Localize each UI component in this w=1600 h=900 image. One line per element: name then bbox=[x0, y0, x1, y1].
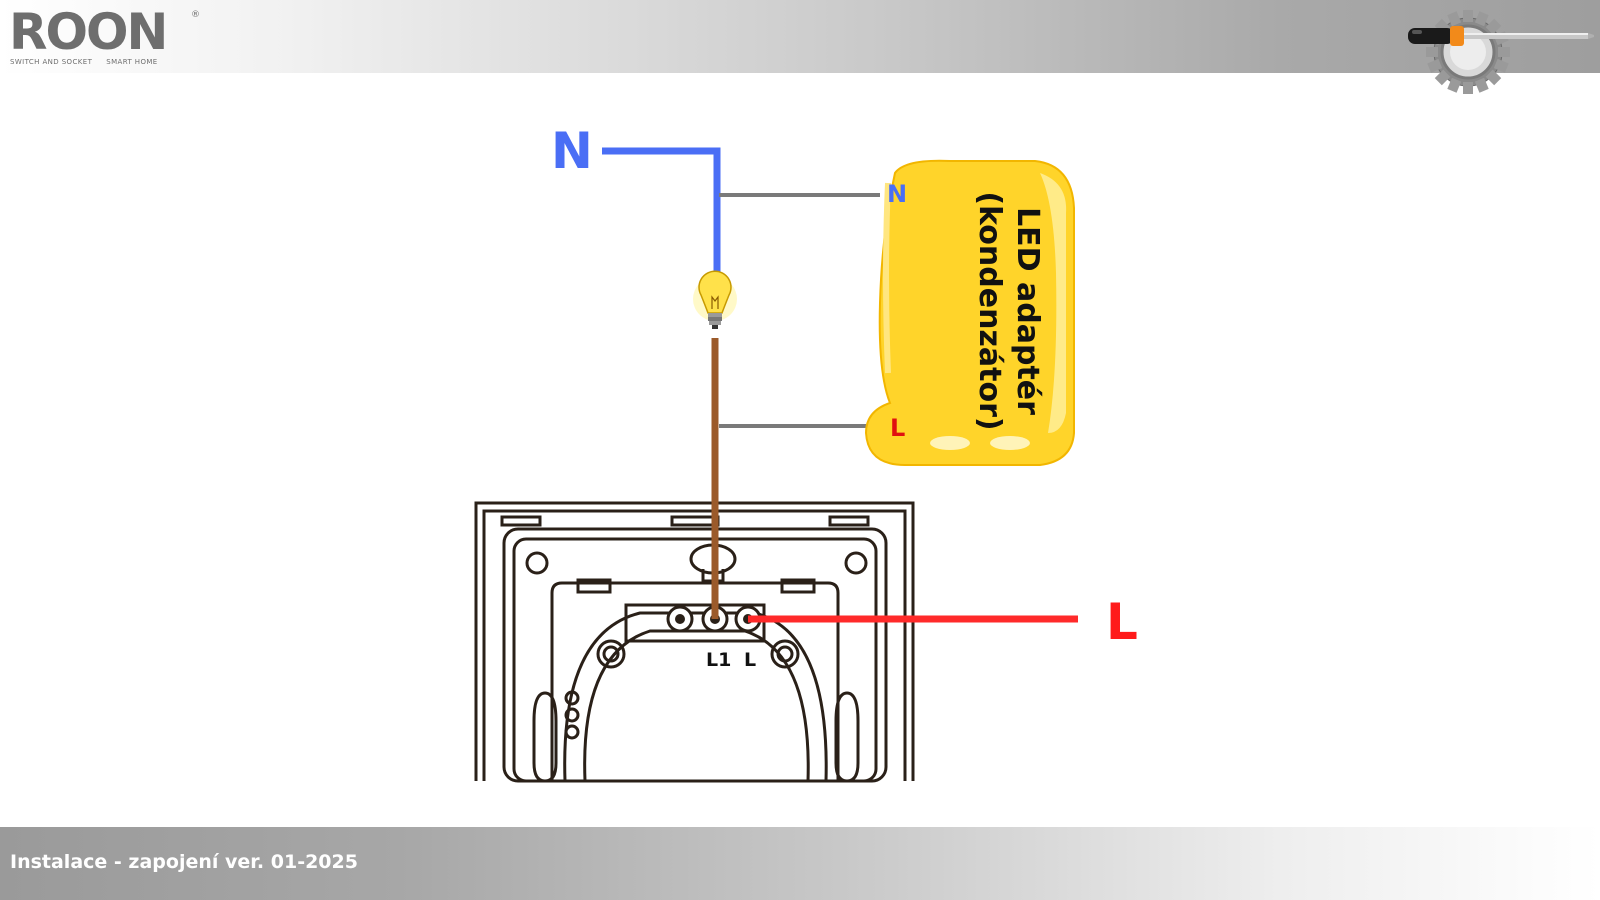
adapter-title-line1: LED adaptér bbox=[1010, 207, 1045, 415]
footer-version-text: Instalace - zapojení ver. 01-2025 bbox=[10, 851, 358, 873]
light-bulb-icon bbox=[693, 270, 737, 329]
led-adapter bbox=[864, 159, 1075, 466]
screwdriver-gear-icon bbox=[1408, 10, 1594, 94]
neutral-label: N bbox=[551, 122, 593, 180]
adapter-title-line2: (kondenzátor) bbox=[972, 191, 1007, 430]
logo-tagline-left: SWITCH AND SOCKET bbox=[10, 58, 93, 66]
neutral-wire bbox=[602, 147, 721, 278]
logo-tagline-right: SMART HOME bbox=[106, 58, 158, 66]
wiring-diagram-canvas: L1 L N L N L LED adaptér (kondenzátor) bbox=[474, 122, 1138, 783]
header-bar: ROON ® SWITCH AND SOCKET SMART HOME bbox=[0, 0, 1600, 94]
line-label: L bbox=[1106, 593, 1138, 651]
wiring-diagram: L1 L N L N L LED adaptér (kondenzátor) bbox=[0, 73, 1600, 827]
terminal-label-l: L bbox=[744, 649, 756, 671]
switch-mechanism bbox=[474, 501, 915, 783]
logo-tagline: SWITCH AND SOCKET SMART HOME bbox=[10, 58, 158, 66]
logo-registered-mark: ® bbox=[191, 10, 200, 20]
terminal-label-l1: L1 bbox=[706, 649, 731, 671]
adapter-terminal-l: L bbox=[890, 414, 905, 442]
logo-wordmark: ROON bbox=[9, 3, 168, 61]
adapter-terminal-n: N bbox=[887, 180, 907, 208]
footer-bar: Instalace - zapojení ver. 01-2025 bbox=[0, 827, 1600, 900]
